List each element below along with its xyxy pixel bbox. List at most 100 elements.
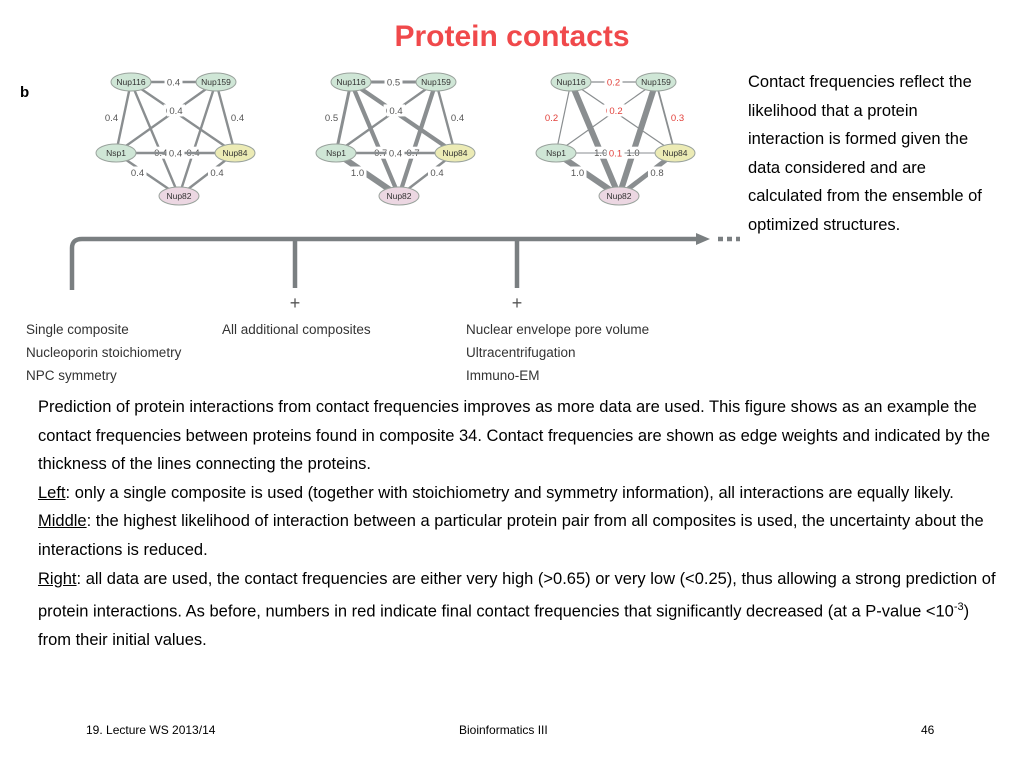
network-edge [348,79,458,156]
timeline-arrow-shaft [69,236,696,290]
contact-network: 0.40.40.40.40.40.40.40.40.40.4Nup116Nup1… [95,72,256,206]
edge-label-bg [648,166,666,179]
protein-node [535,143,577,163]
protein-node [550,72,592,92]
edge-weight-label: 0.5 [325,113,338,124]
edge-weight-label: 0.4 [231,113,244,124]
network-edge [616,79,659,199]
network-edge [434,80,457,155]
slide-title: Protein contacts [394,20,630,53]
edge-label-bg [448,111,467,124]
edge-label-bg [322,111,341,124]
network-edge [655,81,676,154]
protein-node [415,72,457,92]
protein-node-label: Nsp1 [326,148,346,158]
protein-node-label: Nup84 [442,148,467,158]
evidence-list-right: Nuclear envelope pore volume Ultracentri… [466,318,649,387]
network-edge [568,79,622,199]
side-note: Contact frequencies reflect the likeliho… [748,73,982,234]
protein-node-label: Nsp1 [106,148,126,158]
evidence-item: Ultracentrifugation [466,345,576,360]
edge-label-bg [166,147,185,159]
network-edge [214,80,237,155]
plus-sign-right: + [512,293,523,313]
evidence-item: NPC symmetry [26,368,117,383]
edge-label-bg [428,166,446,179]
evidence-item: All additional composites [222,322,371,337]
footer-lecture: 19. Lecture WS 2013/14 [86,723,216,737]
contact-network: 0.20.20.30.20.21.01.00.11.00.8Nup116Nup1… [535,72,696,206]
edge-weight-label: 1.0 [626,148,639,159]
evidence-item: Nuclear envelope pore volume [466,322,650,337]
middle-text: : the highest likelihood of interaction … [38,512,984,559]
description-intro: Prediction of protein interactions from … [38,398,991,474]
figure-panel-label: b [20,84,30,101]
description-right: Right: all data are used, the contact fr… [38,565,998,655]
figure-description: Prediction of protein interactions from … [38,393,998,655]
protein-node-label: Nup116 [116,77,145,87]
protein-node-label: Nup82 [606,191,631,201]
evidence-timeline: + + [69,233,740,313]
protein-node [378,186,420,206]
footer-page-number: 46 [921,723,935,737]
protein-node [598,186,640,206]
network-edge [555,81,572,154]
plus-sign-middle: + [290,293,301,313]
network-edge [177,80,218,198]
protein-node-label: Nup116 [556,77,585,87]
network-edge [114,80,218,155]
network-edge [555,81,657,154]
network-edge [334,80,353,155]
protein-node [635,72,677,92]
edge-weight-label: 0.4 [430,168,443,179]
contact-network: 0.50.50.40.70.40.70.70.41.00.4Nup116Nup1… [315,72,476,206]
protein-node-label: Nup84 [662,148,687,158]
edge-weight-label: 0.4 [105,113,118,124]
protein-node-label: Nup116 [336,77,365,87]
right-label: Right [38,569,77,588]
edge-weight-label: 0.4 [169,106,182,117]
edge-label-bg [568,166,587,179]
edge-weight-label: 1.0 [571,168,584,179]
protein-node [95,143,137,163]
edge-label-bg [102,111,121,124]
protein-node [110,72,152,92]
network-edge [348,79,402,199]
protein-node [158,186,200,206]
protein-node [214,143,256,163]
right-exponent: -3 [953,601,964,614]
edge-weight-label: 0.2 [609,106,622,117]
network-edge [129,80,237,155]
contact-networks: 0.40.40.40.40.40.40.40.40.40.4Nup116Nup1… [95,72,696,206]
edge-weight-label: 0.2 [607,78,620,89]
edge-label-bg [208,166,226,179]
protein-node-label: Nup84 [222,148,247,158]
edge-weight-label: 1.0 [594,148,607,159]
left-text: : only a single composite is used (toget… [65,483,954,502]
edge-label-bg [606,147,625,159]
right-text-2: ) from their initial values. [38,602,970,650]
protein-node-label: Nup159 [641,77,671,87]
edge-label-bg [607,104,625,117]
edge-weight-label: 0.4 [389,106,402,117]
protein-node-label: Nup82 [166,191,191,201]
edge-weight-label: 0.4 [389,149,402,160]
edge-label-bg [604,76,623,88]
edge-weight-label: 0.5 [387,78,400,89]
edge-weight-label: 0.8 [650,168,663,179]
edge-label-bg [228,111,247,124]
edge-label-bg [348,166,367,179]
edge-label-bg [542,111,561,124]
edge-weight-label: 0.4 [210,168,223,179]
evidence-list-left: Single composite Nucleoporin stoichiomet… [26,318,181,387]
protein-node [330,72,372,92]
edge-weight-label: 0.3 [671,113,684,124]
network-edge [129,80,181,198]
edge-label-bg [386,147,405,159]
description-left: Left: only a single composite is used (t… [38,479,998,508]
edge-weight-label: 0.4 [131,168,144,179]
description-middle: Middle: the highest likelihood of intera… [38,507,998,564]
edge-weight-label: 0.2 [545,113,558,124]
footer-course: Bioinformatics III [459,723,548,737]
edge-weight-label: 1.0 [351,168,364,179]
